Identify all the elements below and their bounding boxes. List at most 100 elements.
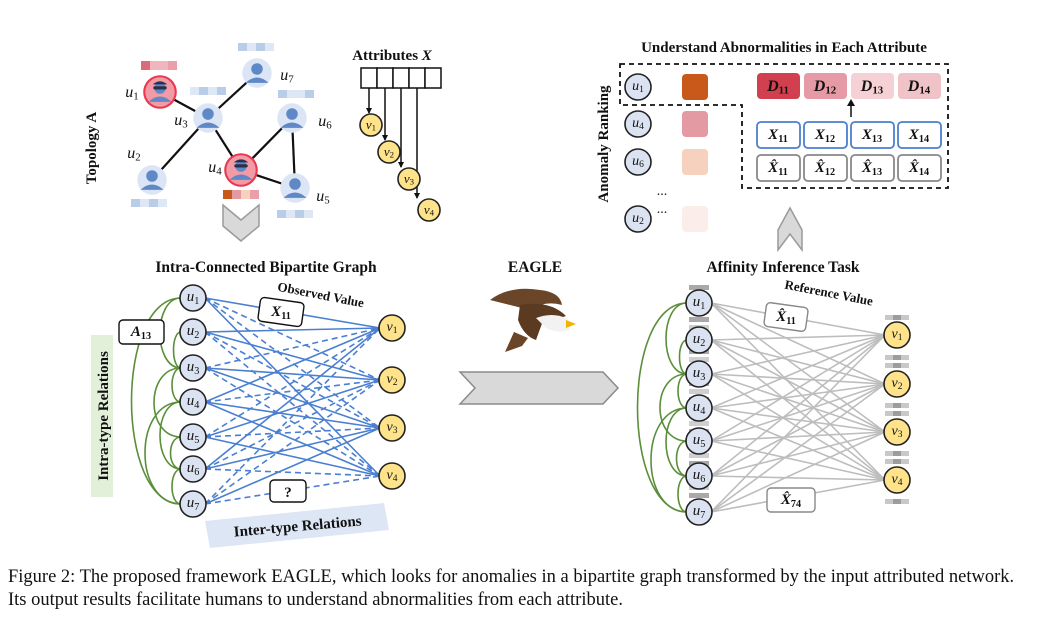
topology-u7-label: u7 xyxy=(280,67,294,86)
bipartite-edge xyxy=(204,427,381,505)
topology-u1-label: u1 xyxy=(125,84,138,103)
affinity-intra-arc xyxy=(675,440,688,477)
rank-user-u2-label: u2 xyxy=(632,211,644,227)
u2-attr-bar-cell xyxy=(131,199,140,207)
attr-stripe-cell xyxy=(885,459,893,464)
attribute-node-v3-circle xyxy=(397,167,421,191)
attr-stripe-cell xyxy=(901,459,909,464)
bipartite-user-u3: u3 xyxy=(179,354,207,382)
u2-attr-bar xyxy=(131,199,167,207)
affinity-attr-v4-label: v4 xyxy=(892,472,903,488)
attr-stripe-cell xyxy=(893,315,901,320)
ranking-dashed-box xyxy=(619,63,949,189)
bipartite-user-u1: u1 xyxy=(179,284,207,312)
caption-smallcaps: AGLE xyxy=(282,567,332,587)
topology-u5-icon-body xyxy=(283,192,307,198)
topology-u3-icon xyxy=(193,103,223,133)
attr-stripe-cell xyxy=(885,315,893,320)
transform-arrow xyxy=(458,371,620,405)
attr-stripe-cell xyxy=(893,459,901,464)
bipartite-edge xyxy=(204,427,381,470)
affinity-intra-arc xyxy=(636,302,688,513)
xhat74-edge-label: X̂74 xyxy=(780,490,801,509)
a13-label: A13 xyxy=(130,324,151,342)
bipartite-edge xyxy=(204,327,381,333)
topology-u2-icon-head xyxy=(146,170,158,182)
understand-title: Understand Abnormalities in Each Attribu… xyxy=(641,40,927,56)
u3-attr-bar-cell xyxy=(190,87,199,95)
u4-attr-bar-cell xyxy=(241,190,250,199)
intra-arc xyxy=(172,331,182,369)
affinity-edge xyxy=(710,334,886,442)
rank-color-u6 xyxy=(682,149,708,175)
bipartite-edge xyxy=(204,436,381,477)
bipartite-edge xyxy=(204,327,381,369)
rank-user-u6: u6 xyxy=(624,148,652,176)
affinity-edge xyxy=(710,475,886,481)
affinity-title: Affinity Inference Task xyxy=(706,259,859,276)
attribute-node-v2: v2 xyxy=(377,140,401,164)
affinity-attr-v4: v4 xyxy=(883,466,911,494)
affinity-edge xyxy=(710,334,886,341)
affinity-user-u2-label: u2 xyxy=(693,331,706,349)
bipartite-attr-v4: v4 xyxy=(378,462,406,490)
intra-arc xyxy=(130,297,182,505)
rank-user-u1-circle xyxy=(624,73,652,101)
affinity-edge xyxy=(710,383,886,442)
u6-attr-bar-cell xyxy=(296,90,305,98)
eagle-wing-left xyxy=(490,288,562,310)
affinity-stripe xyxy=(689,357,709,362)
d-cell-D13 xyxy=(851,73,894,99)
affinity-attr-v3-circle xyxy=(883,418,911,446)
attribute-cell xyxy=(376,67,394,89)
attr-stripe xyxy=(885,315,909,320)
caption-suffix: , which looks for anomalies in a biparti… xyxy=(8,567,1015,610)
xhat-label-2: X̂13 xyxy=(861,158,882,177)
rank-ellipsis-1: ... xyxy=(657,184,668,199)
topology-u7-icon xyxy=(242,58,272,88)
affinity-user-u3-label: u3 xyxy=(693,365,706,383)
topology-u3-label: u3 xyxy=(174,112,188,131)
attribute-cell xyxy=(392,67,410,89)
bipartite-edge xyxy=(204,401,381,477)
eagle-tail xyxy=(505,332,528,352)
attr-stripe-low-cell xyxy=(893,355,901,360)
affinity-user-u4: u4 xyxy=(685,394,713,422)
xhat-label-1: X̂12 xyxy=(814,158,835,177)
bipartite-user-u6-circle xyxy=(179,455,207,483)
attr-stripe-low-cell xyxy=(893,451,901,456)
intra-arc xyxy=(169,436,182,470)
affinity-user-u3-circle xyxy=(685,360,713,388)
bipartite-attr-v2-circle xyxy=(378,366,406,394)
u7-attr-bar-cell xyxy=(238,43,247,51)
affinity-attr-v2-circle xyxy=(883,370,911,398)
topology-u1-icon-mask xyxy=(153,86,167,90)
xhat11-edge-label: X̂11 xyxy=(775,307,796,326)
down-chevron xyxy=(222,203,260,242)
method-name: EAGLE xyxy=(508,259,562,276)
u5-attr-bar xyxy=(277,210,313,218)
anomaly-ranking-label: Anomaly Ranking xyxy=(596,85,612,203)
u7-attr-bar xyxy=(238,43,274,51)
affinity-attr-v2: v2 xyxy=(883,370,911,398)
eagle-beak xyxy=(566,320,576,328)
bipartite-user-u4-label: u4 xyxy=(187,393,200,411)
bipartite-edge xyxy=(204,379,381,438)
affinity-user-u5-label: u5 xyxy=(693,432,706,450)
bipartite-user-u5-circle xyxy=(179,423,207,451)
affinity-user-u3: u3 xyxy=(685,360,713,388)
rank-user-u6-label: u6 xyxy=(632,154,644,170)
u5-attr-bar-cell xyxy=(286,210,295,218)
affinity-user-u7: u7 xyxy=(685,498,713,526)
reference-value-label: Reference Value xyxy=(783,277,874,309)
bipartite-user-u7: u7 xyxy=(179,490,207,518)
attr-stripe-low-cell xyxy=(885,355,893,360)
bipartite-edge xyxy=(204,379,381,505)
affinity-stripe xyxy=(689,317,709,322)
topology-u3-icon-head xyxy=(202,108,214,120)
u5-attr-bar-cell xyxy=(295,210,304,218)
bipartite-user-u5: u5 xyxy=(179,423,207,451)
rank-user-u4-label: u4 xyxy=(632,116,644,132)
u7-attr-bar-cell xyxy=(256,43,265,51)
bipartite-user-u1-circle xyxy=(179,284,207,312)
